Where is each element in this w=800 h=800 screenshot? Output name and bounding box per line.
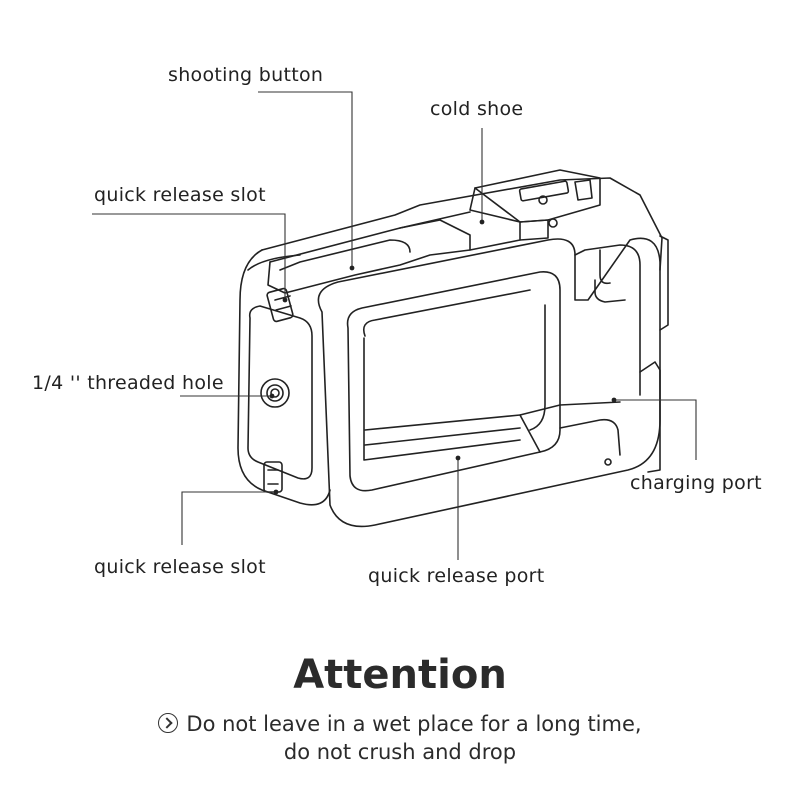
label-cold-shoe: cold shoe xyxy=(430,98,524,120)
attention-line-2: do not crush and drop xyxy=(283,740,517,764)
leader-lines xyxy=(92,91,697,560)
attention-line-1: Do not leave in a wet place for a long t… xyxy=(0,712,800,736)
attention-title: Attention xyxy=(293,652,507,698)
label-quick-release-port: quick release port xyxy=(368,565,545,587)
shooting-button-opening xyxy=(267,219,471,294)
side-plate xyxy=(247,305,313,480)
attention-line-1-text: Do not leave in a wet place for a long t… xyxy=(186,712,642,736)
label-quick-release-slot-top: quick release slot xyxy=(94,184,266,206)
circle-chevron-right-icon xyxy=(158,713,179,733)
label-shooting-button: shooting button xyxy=(168,64,324,86)
cage-drawing xyxy=(237,169,669,528)
cold-shoe-block xyxy=(469,169,601,223)
label-charging-port: charging port xyxy=(630,472,762,494)
leader-dots xyxy=(269,219,617,495)
label-quick-release-slot-bottom: quick release slot xyxy=(94,556,266,578)
threaded-hole-inner xyxy=(266,384,284,402)
slot-bottom xyxy=(263,461,283,493)
label-threaded-hole: 1/4 '' threaded hole xyxy=(32,372,224,394)
slot-top xyxy=(266,287,294,323)
front-frame-inner xyxy=(346,271,561,492)
threaded-hole-outer xyxy=(260,378,290,408)
front-frame-outer xyxy=(317,237,661,528)
